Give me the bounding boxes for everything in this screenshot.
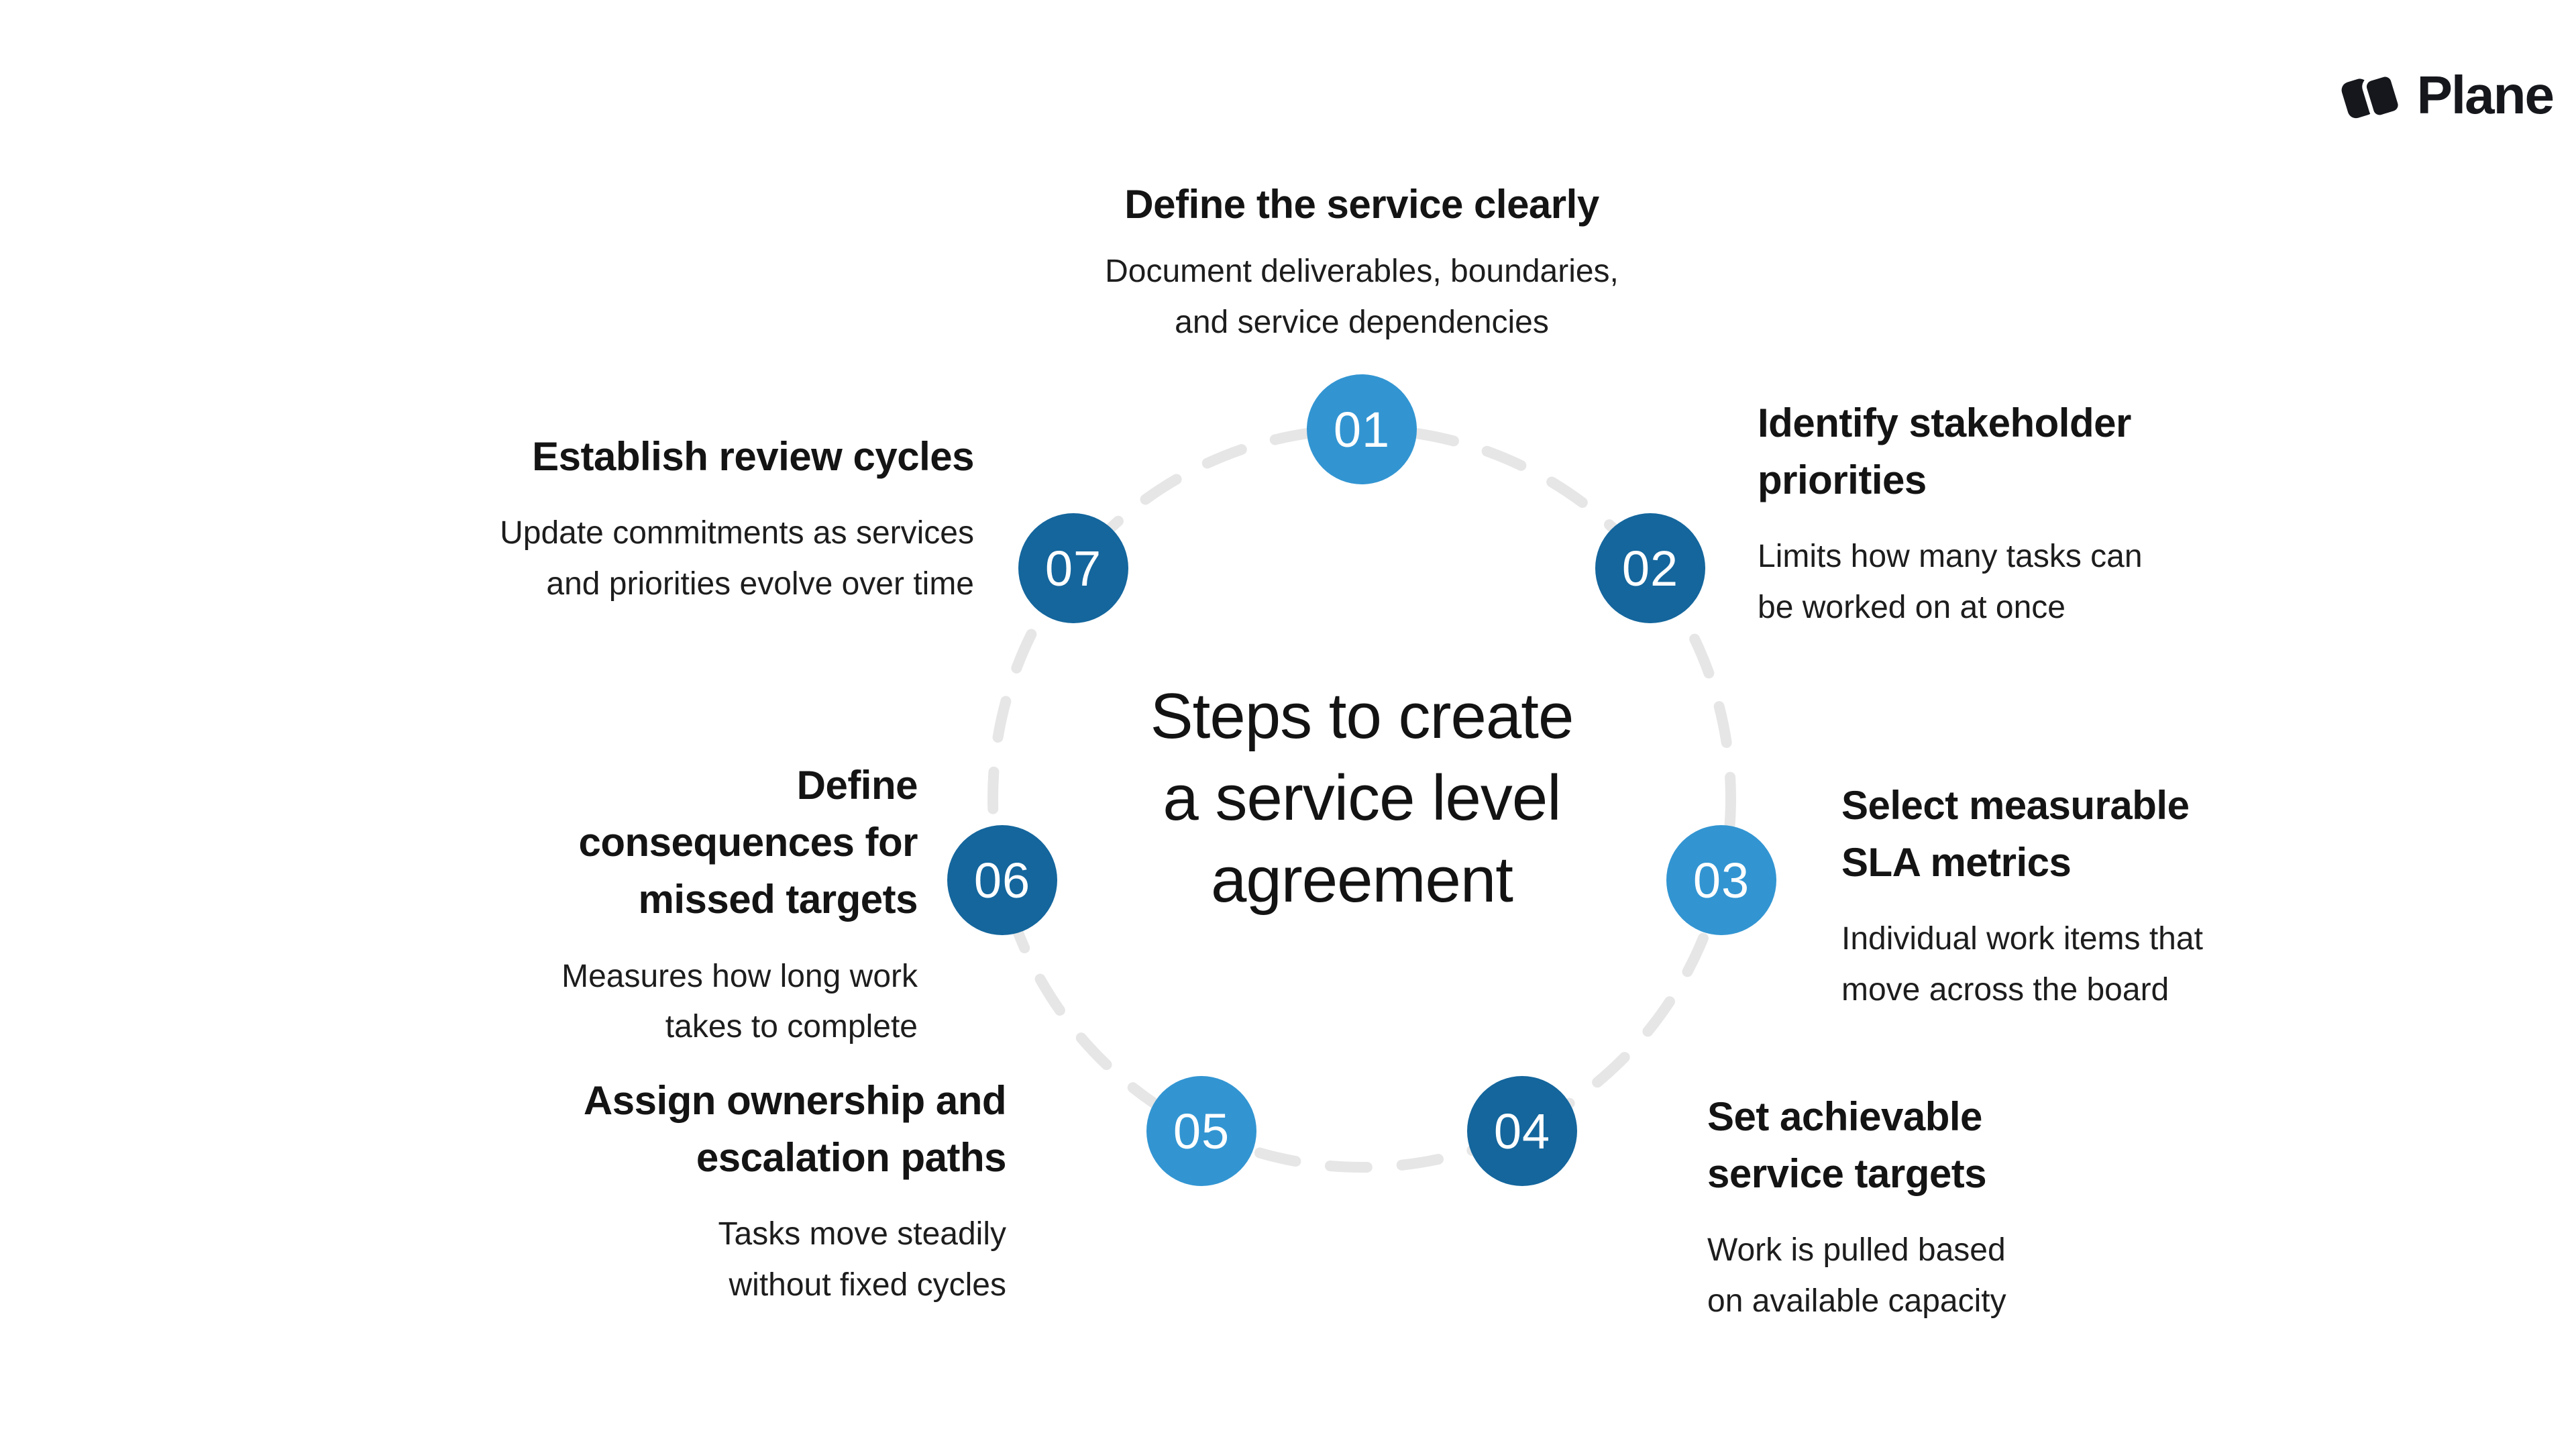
step-block-02: Identify stakeholder priorities Limits h… bbox=[1758, 394, 2174, 633]
diagram-title: Steps to create a service level agreemen… bbox=[1150, 680, 1574, 916]
step-circle-02: 02 bbox=[1595, 513, 1705, 623]
step-heading-05: Assign ownership and escalation paths bbox=[583, 1078, 1007, 1181]
step-heading-03: Select measurable SLA metrics bbox=[1841, 783, 2190, 885]
step-heading-02: Identify stakeholder priorities bbox=[1758, 400, 2131, 503]
step-description-01: Document deliverables, boundaries, and s… bbox=[1105, 254, 1619, 341]
step-number-05: 05 bbox=[1173, 1103, 1230, 1159]
step-number-01: 01 bbox=[1333, 401, 1391, 458]
step-circle-05: 05 bbox=[1146, 1076, 1256, 1186]
step-heading-04: Set achievable service targets bbox=[1707, 1094, 1987, 1197]
brand-name: Plane bbox=[2416, 65, 2555, 125]
step-circle-03: 03 bbox=[1666, 825, 1776, 935]
step-number-07: 07 bbox=[1044, 540, 1102, 596]
step-number-04: 04 bbox=[1493, 1103, 1551, 1159]
step-number-06: 06 bbox=[973, 852, 1031, 908]
step-block-06: Define consequences for missed targets M… bbox=[515, 757, 918, 1053]
brand-logo: Plane bbox=[2339, 64, 2555, 126]
step-block-04: Set achievable service targets Work is p… bbox=[1707, 1088, 2043, 1327]
step-heading-07: Establish review cycles bbox=[532, 434, 974, 479]
step-block-03: Select measurable SLA metrics Individual… bbox=[1841, 777, 2257, 1016]
step-heading-01: Define the service clearly bbox=[1124, 182, 1599, 227]
plane-logo-icon bbox=[2339, 64, 2404, 126]
step-description-06: Measures how long work takes to complete bbox=[561, 958, 918, 1045]
step-block-01: Define the service clearly Document deli… bbox=[993, 176, 1731, 348]
step-description-04: Work is pulled based on available capaci… bbox=[1707, 1232, 2006, 1320]
step-block-05: Assign ownership and escalation paths Ta… bbox=[577, 1072, 1007, 1311]
step-description-07: Update commitments as services and prior… bbox=[500, 515, 974, 602]
step-description-03: Individual work items that move across t… bbox=[1841, 921, 2203, 1008]
step-number-02: 02 bbox=[1621, 540, 1679, 596]
step-circle-04: 04 bbox=[1467, 1076, 1577, 1186]
step-circle-06: 06 bbox=[947, 825, 1057, 935]
step-heading-06: Define consequences for missed targets bbox=[578, 763, 918, 922]
step-circle-01: 01 bbox=[1307, 374, 1417, 484]
step-description-02: Limits how many tasks can be worked on a… bbox=[1758, 539, 2143, 626]
step-number-03: 03 bbox=[1693, 852, 1750, 908]
step-circle-07: 07 bbox=[1018, 513, 1128, 623]
step-block-07: Establish review cycles Update commitmen… bbox=[464, 428, 974, 610]
step-description-05: Tasks move steadily without fixed cycles bbox=[718, 1216, 1007, 1303]
